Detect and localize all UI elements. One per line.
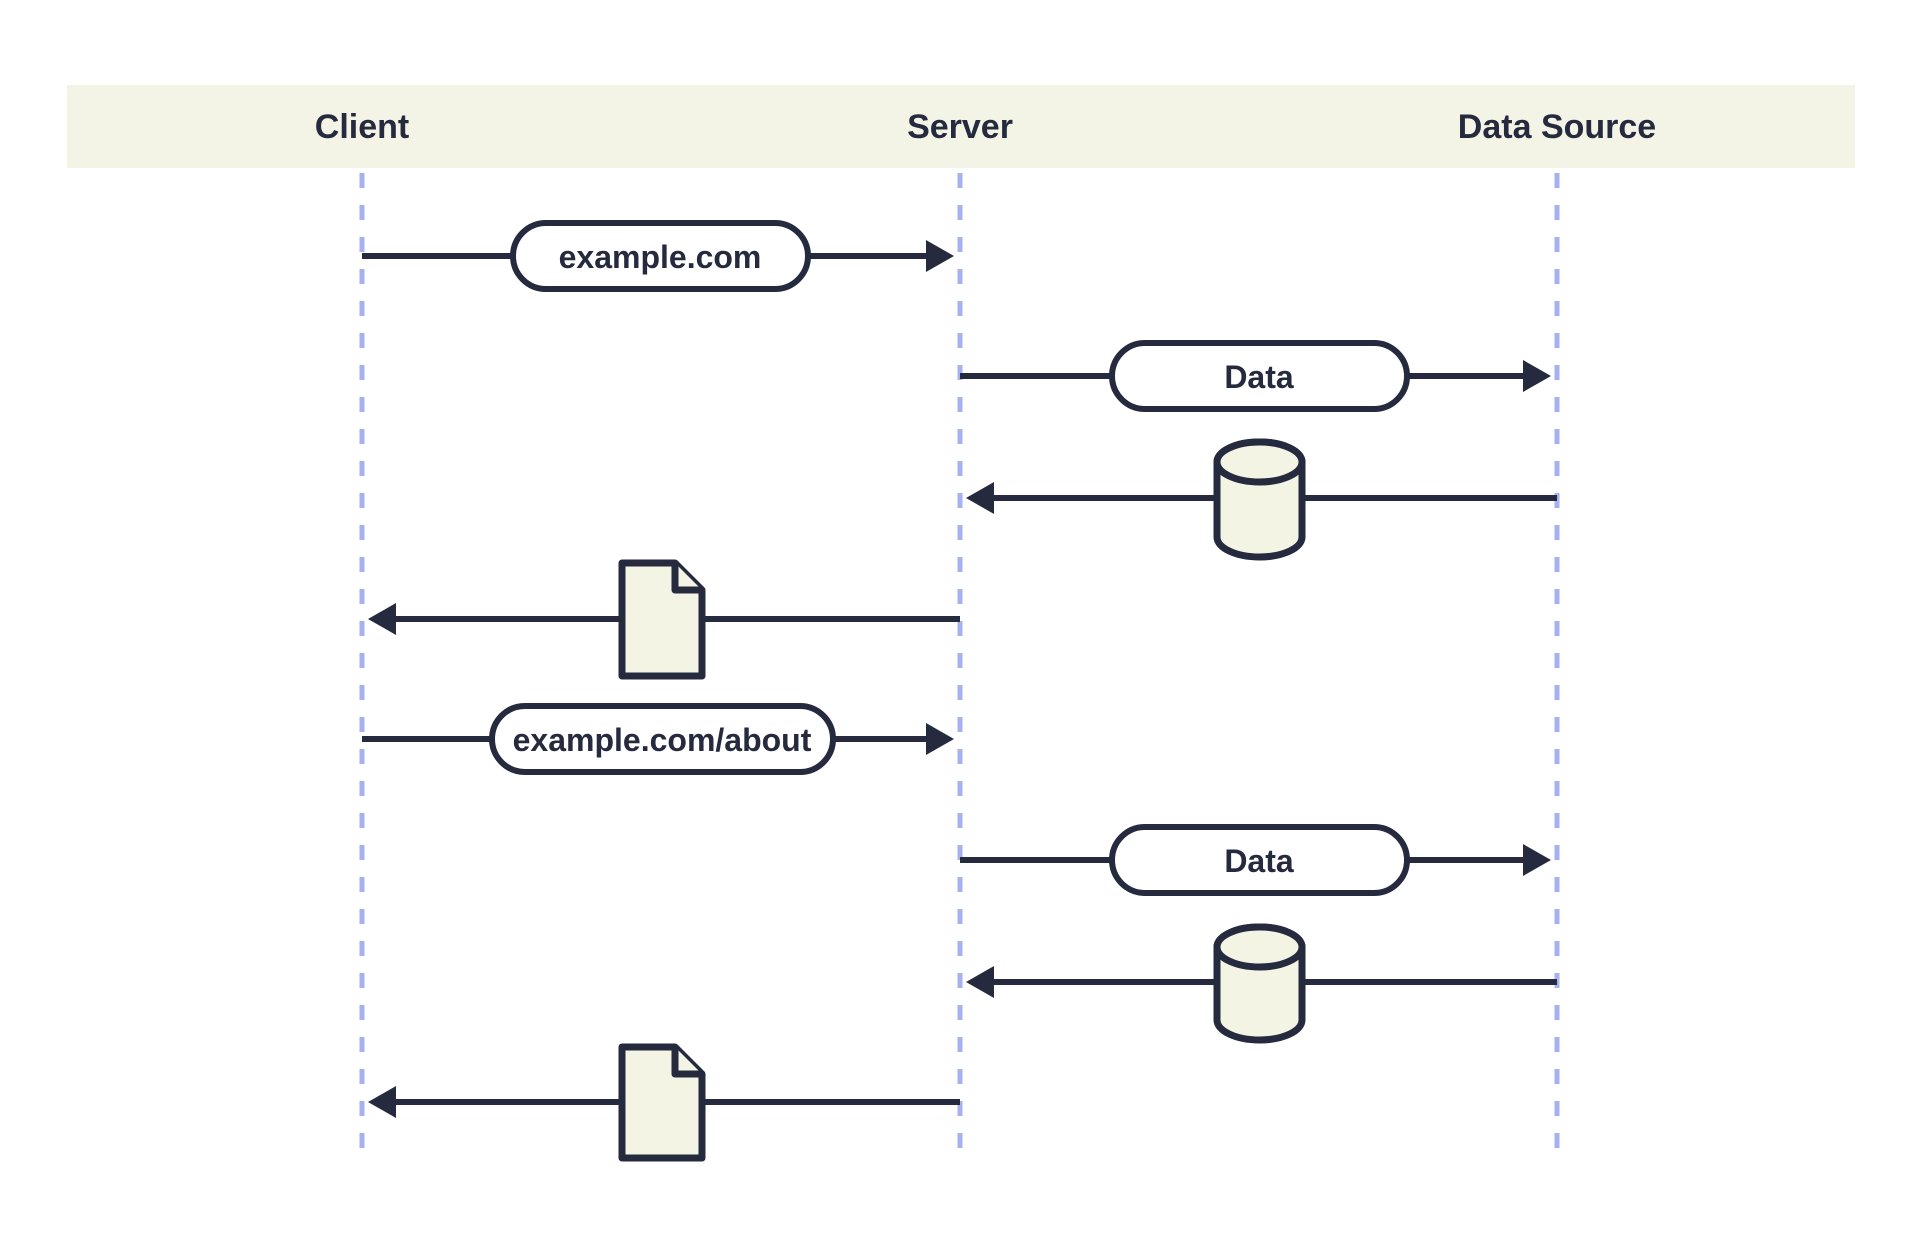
message-document-response-2 — [368, 1043, 960, 1162]
database-icon — [1213, 438, 1306, 561]
column-label-server: Server — [907, 108, 1013, 146]
message-db-response-2 — [966, 923, 1557, 1044]
message-data-query-1: Data — [960, 340, 1551, 412]
arrowhead-right-icon — [926, 723, 954, 755]
message-label: example.com/about — [513, 722, 812, 758]
message-data-query-2: Data — [960, 824, 1551, 896]
arrowhead-left-icon — [966, 966, 994, 998]
message-pill — [489, 703, 836, 775]
message-db-response-1 — [966, 438, 1557, 561]
message-pill — [510, 220, 811, 292]
message-label: Data — [1224, 359, 1294, 395]
message-document-response-1 — [368, 559, 960, 680]
column-label-data-source: Data Source — [1458, 108, 1656, 146]
message-request-example-com-about: example.com/about — [362, 703, 954, 775]
arrowhead-right-icon — [1523, 844, 1551, 876]
message-pill — [1109, 824, 1410, 896]
arrowhead-right-icon — [926, 240, 954, 272]
arrowhead-left-icon — [368, 1086, 396, 1118]
arrowhead-right-icon — [1523, 360, 1551, 392]
arrowhead-left-icon — [368, 603, 396, 635]
header-band — [67, 85, 1855, 168]
document-icon — [618, 1043, 706, 1162]
message-label: example.com — [559, 239, 762, 275]
column-label-client: Client — [315, 108, 409, 146]
message-label: Data — [1224, 843, 1294, 879]
document-icon — [618, 559, 706, 680]
message-request-example-com: example.com — [362, 220, 954, 292]
arrowhead-left-icon — [966, 482, 994, 514]
database-icon — [1213, 923, 1306, 1044]
message-pill — [1109, 340, 1410, 412]
